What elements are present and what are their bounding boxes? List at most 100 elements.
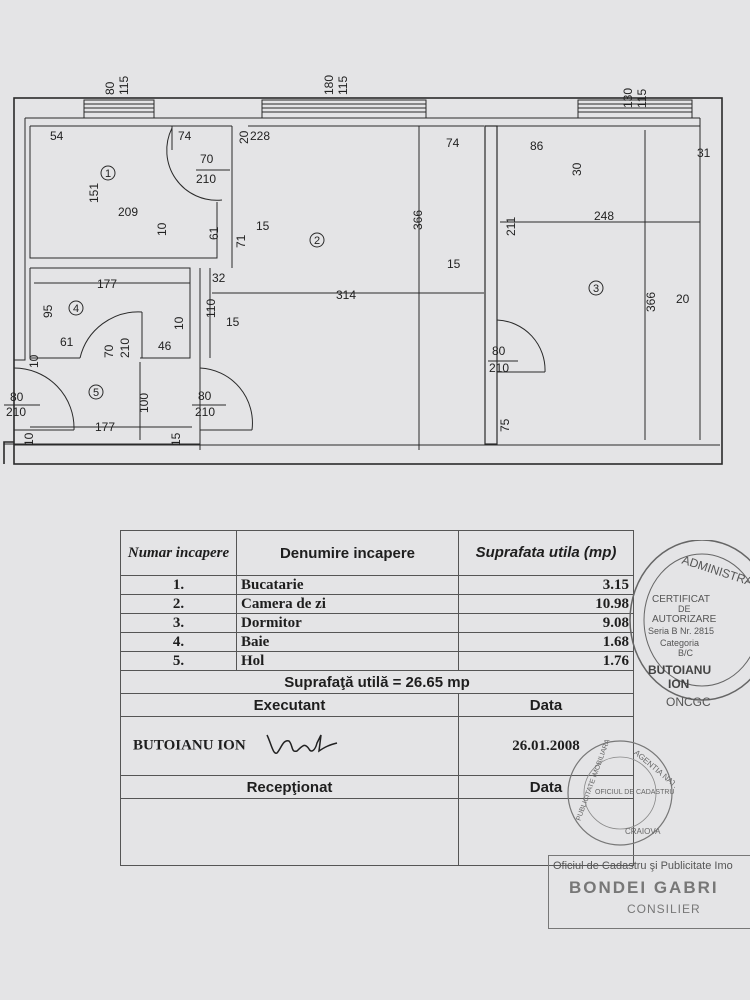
dim-46: 46 — [158, 339, 172, 353]
win2-height: 115 — [336, 76, 350, 95]
dim-110: 110 — [204, 299, 218, 318]
partition-wall — [484, 125, 498, 445]
svg-text:Seria B Nr. 2815: Seria B Nr. 2815 — [648, 626, 714, 636]
door2-height: 210 — [489, 361, 509, 375]
dim-366b: 366 — [644, 292, 658, 312]
svg-text:1: 1 — [105, 168, 111, 180]
cadastral-office-stamp: Oficiul de Cadastru şi Publicitate Imo B… — [548, 855, 750, 929]
door2-width: 80 — [492, 344, 506, 358]
dim-211: 211 — [504, 217, 518, 236]
room-label-5: 5 — [88, 384, 104, 400]
executant-header-row: Executant Data — [120, 693, 634, 717]
dim-30: 30 — [570, 162, 584, 176]
header-room-number: Numar incapere — [120, 530, 237, 576]
svg-text:B/C: B/C — [678, 648, 694, 658]
certification-stamp: ADMINISTRATI CERTIFICAT DE AUTORIZARE Se… — [620, 539, 750, 710]
room-label-4: 4 — [68, 300, 84, 316]
svg-text:DE: DE — [678, 604, 691, 614]
dim-61a: 61 — [207, 226, 221, 240]
entrance-door-swing — [13, 367, 75, 431]
table-row: 3. Dormitor 9.08 — [120, 613, 634, 633]
dim-20: 20 — [237, 130, 251, 144]
svg-text:CERTIFICAT: CERTIFICAT — [652, 594, 710, 605]
svg-text:4: 4 — [73, 303, 79, 315]
dim-15b: 15 — [447, 257, 461, 271]
dim-10d: 10 — [22, 432, 36, 446]
svg-text:ONCGC: ONCGC — [666, 695, 711, 709]
dim-177a: 177 — [97, 277, 117, 291]
table-row: 1. Bucatarie 3.15 — [120, 575, 634, 595]
dim-366a: 366 — [411, 210, 425, 230]
win1-height: 115 — [117, 76, 131, 95]
signature-icon — [266, 734, 338, 754]
dim-74b: 74 — [446, 136, 460, 150]
dim-71: 71 — [234, 234, 248, 248]
door5out-height: 210 — [6, 405, 26, 419]
dim-61b: 61 — [60, 335, 74, 349]
dim-151: 151 — [87, 183, 101, 203]
dim-15c: 15 — [226, 315, 240, 329]
door5-width: 80 — [198, 389, 212, 403]
executant-date: 26.01.2008 — [458, 716, 634, 776]
total-row: Suprafaţă utilă = 26.65 mp — [120, 670, 634, 694]
svg-text:BUTOIANU: BUTOIANU — [648, 663, 711, 677]
room-label-1: 1 — [100, 165, 116, 181]
door1-height: 210 — [196, 172, 216, 186]
agency-stamp: AGENTIA NATIONALA OFICIUL DE CADASTRU CR… — [565, 738, 701, 848]
door-2-swing — [496, 319, 546, 373]
win3-height: 115 — [635, 89, 649, 108]
executant-label: Executant — [120, 693, 459, 717]
svg-text:AGENTIA NATIONALA: AGENTIA NATIONALA — [632, 748, 675, 808]
dim-74a: 74 — [178, 129, 192, 143]
receptionat-row — [120, 798, 634, 866]
room-label-3: 3 — [588, 280, 604, 296]
dim-54: 54 — [50, 129, 64, 143]
door5-height: 210 — [195, 405, 215, 419]
dim-314: 314 — [336, 288, 356, 302]
door5out-width: 80 — [10, 390, 24, 404]
door-1-swing — [166, 127, 223, 201]
data-label: Data — [458, 693, 634, 717]
dim-228: 228 — [250, 129, 270, 143]
svg-text:2: 2 — [314, 235, 320, 247]
dim-20b: 20 — [676, 292, 690, 306]
table-header: Numar incapere Denumire incapere Suprafa… — [120, 530, 634, 576]
svg-text:ION: ION — [668, 677, 689, 691]
dim-86: 86 — [530, 139, 544, 153]
floor-plan: 80 115 180 115 130 115 54 74 20 228 74 8… — [3, 75, 723, 465]
dim-15a: 15 — [256, 219, 270, 233]
window-2 — [261, 99, 427, 119]
door4-height: 210 — [118, 338, 132, 358]
table-row: 2. Camera de zi 10.98 — [120, 594, 634, 614]
svg-text:3: 3 — [593, 283, 599, 295]
header-room-name: Denumire incapere — [236, 530, 459, 576]
door4-width: 70 — [102, 344, 116, 358]
dim-100: 100 — [137, 393, 151, 413]
dim-10b: 10 — [172, 316, 186, 330]
table-row: 5. Hol 1.76 — [120, 651, 634, 671]
header-area: Suprafata utila (mp) — [458, 530, 634, 576]
dim-31: 31 — [697, 146, 711, 160]
svg-text:5: 5 — [93, 387, 99, 399]
svg-text:AUTORIZARE: AUTORIZARE — [652, 614, 717, 625]
total-area: Suprafaţă utilă = 26.65 mp — [120, 670, 634, 694]
win2-width: 180 — [322, 75, 336, 95]
dim-209: 209 — [118, 205, 138, 219]
dim-10a: 10 — [155, 222, 169, 236]
dim-15d: 15 — [169, 432, 183, 446]
bathroom-walls — [30, 267, 191, 359]
kitchen-walls — [29, 126, 218, 259]
surface-table: Numar incapere Denumire incapere Suprafa… — [120, 530, 634, 866]
table-row: 4. Baie 1.68 — [120, 632, 634, 652]
receptionat-header-row: Recepţionat Data — [120, 775, 634, 799]
door-4-swing — [79, 311, 143, 359]
dim-10c: 10 — [27, 354, 41, 368]
executant-row: BUTOIANU ION 26.01.2008 — [120, 716, 634, 776]
window-1 — [83, 99, 155, 119]
svg-text:Categoria: Categoria — [660, 638, 699, 648]
win3-width: 130 — [621, 88, 635, 108]
dim-248: 248 — [594, 209, 614, 223]
dim-95: 95 — [41, 304, 55, 318]
door1-width: 70 — [200, 152, 214, 166]
receptionat-label: Recepţionat — [120, 775, 459, 799]
